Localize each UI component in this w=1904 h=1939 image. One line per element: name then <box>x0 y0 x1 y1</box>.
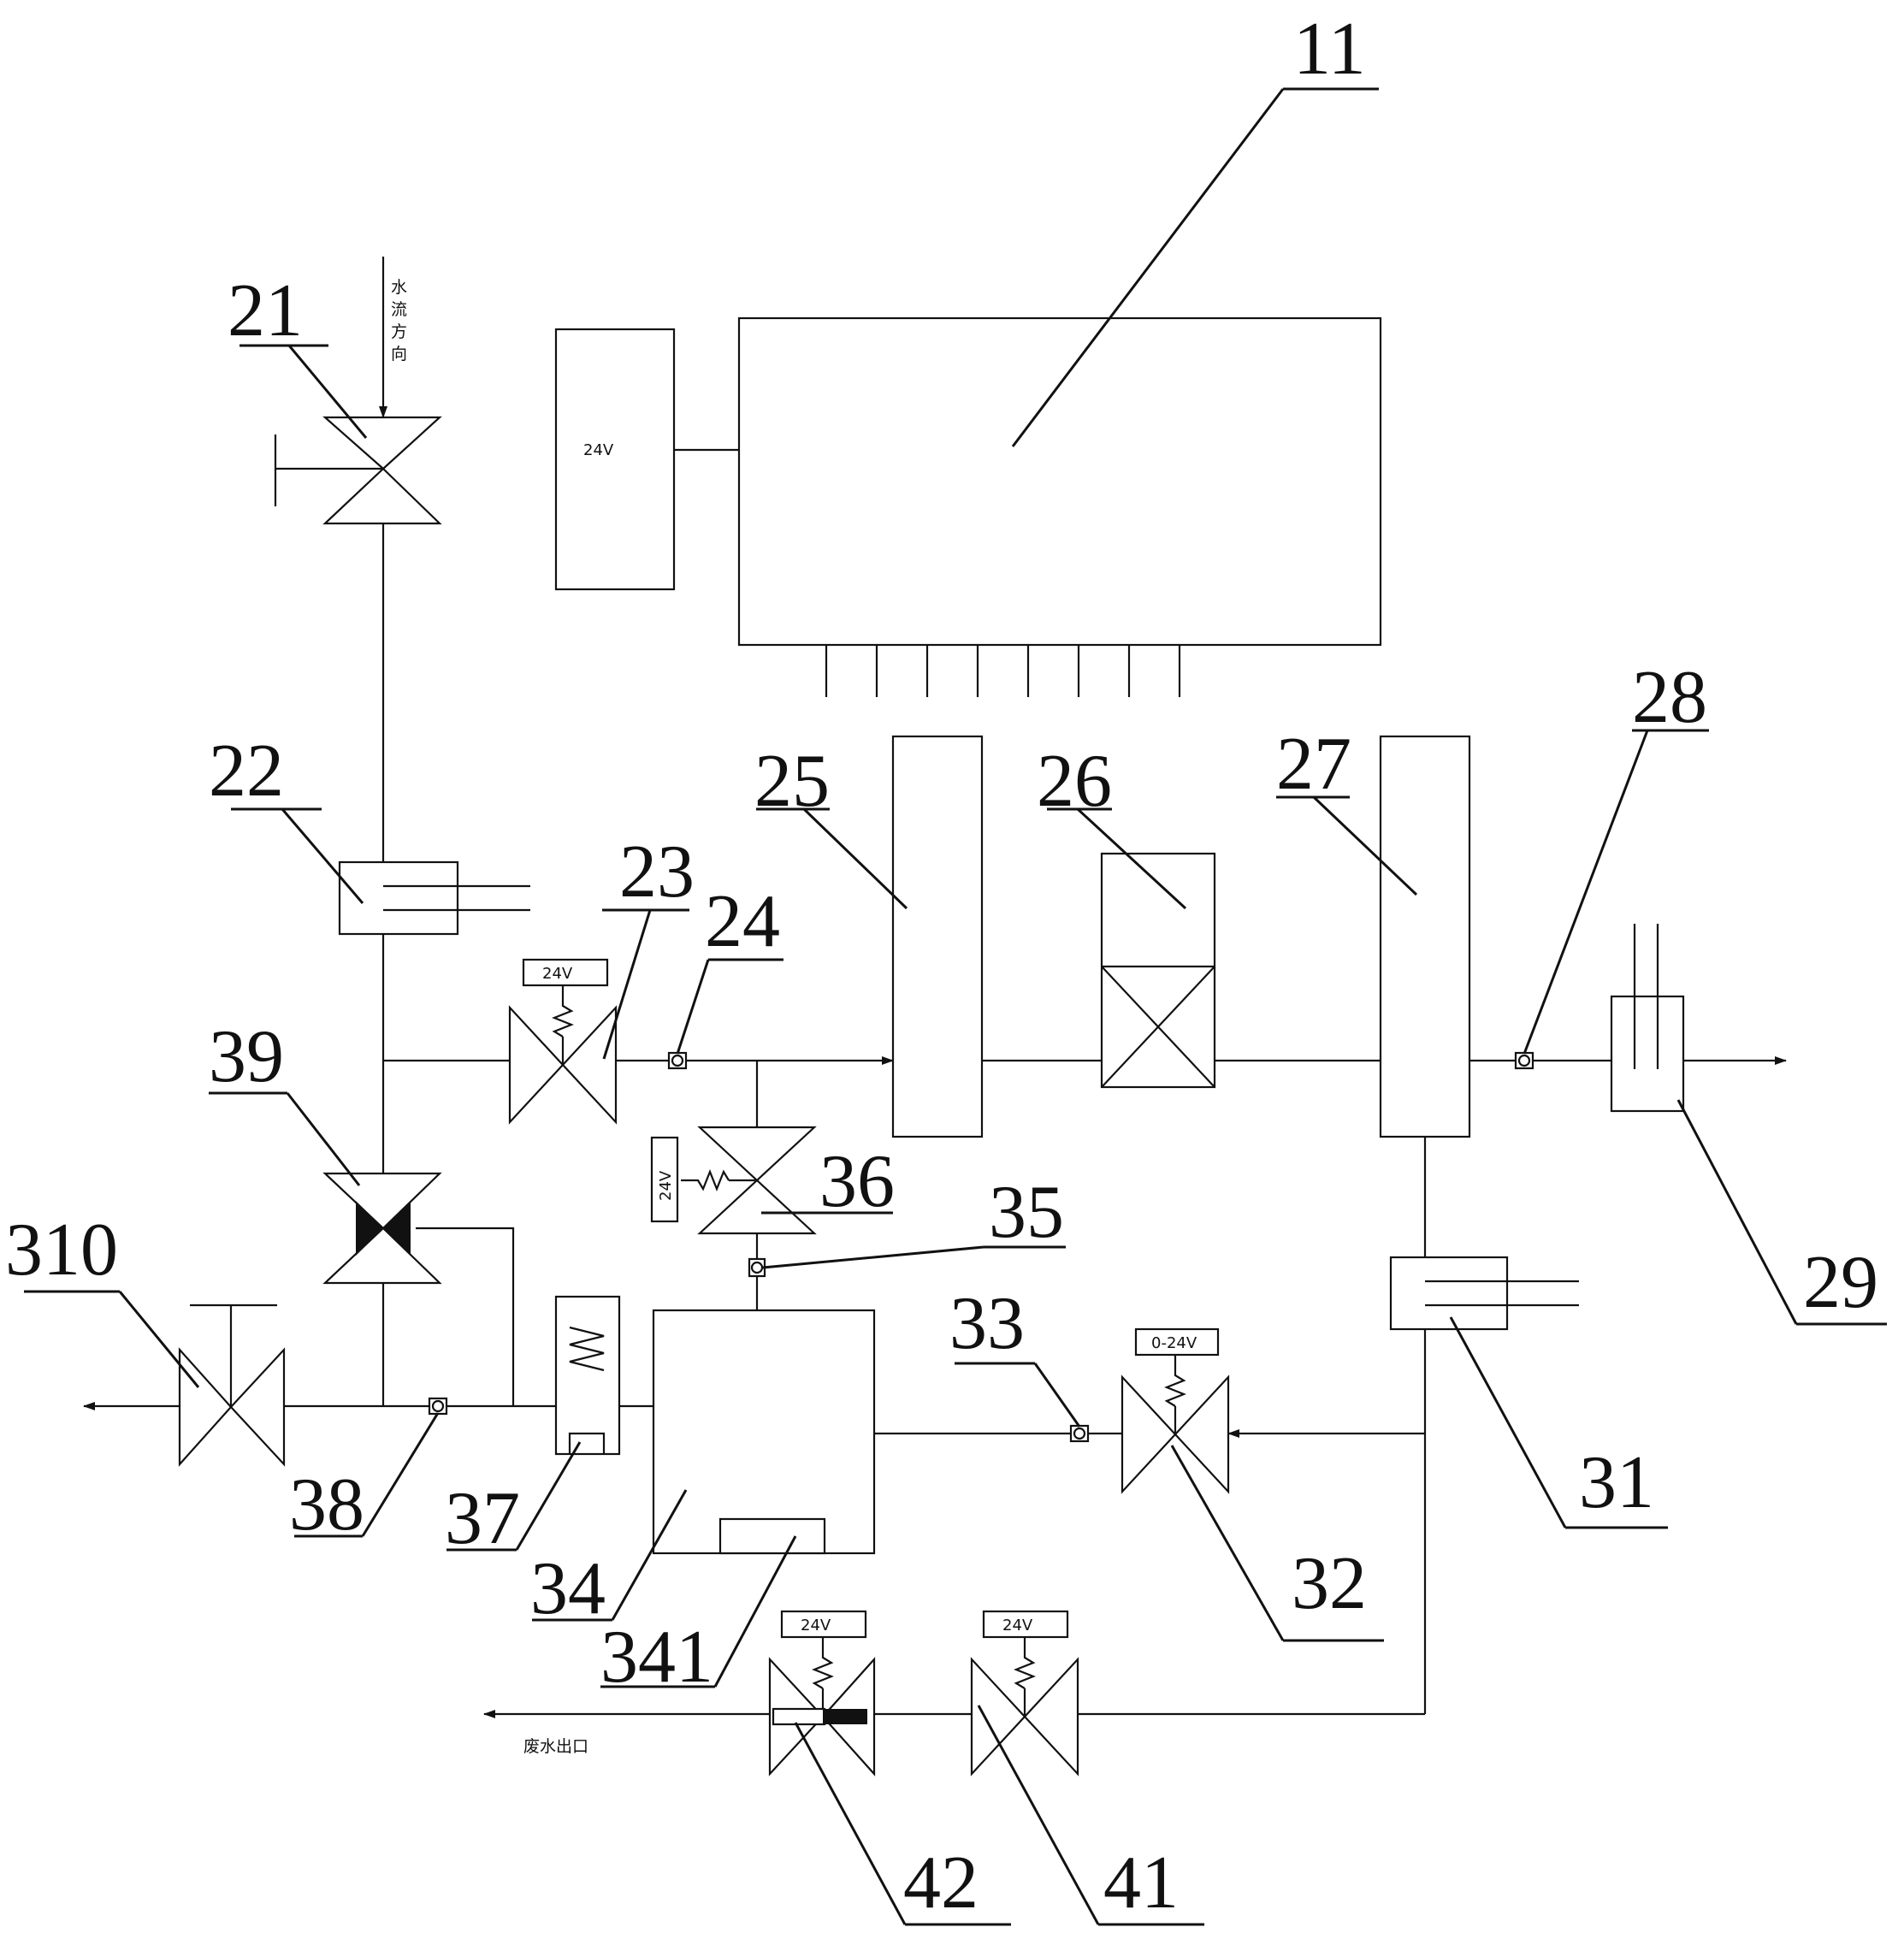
heater-341 <box>718 1517 826 1555</box>
check-valve-38 <box>428 1397 448 1416</box>
label-42: 42 <box>903 1841 979 1924</box>
check-valve-35 <box>748 1257 766 1278</box>
svg-text:0-24V: 0-24V <box>1151 1334 1197 1352</box>
proportional-valve-32: 0-24V <box>1121 1327 1230 1494</box>
svg-text:24V: 24V <box>542 965 573 983</box>
callouts: 11 21 22 23 24 25 26 27 28 29 31 32 <box>5 8 1887 1926</box>
label-32: 32 <box>1292 1542 1367 1625</box>
label-29: 29 <box>1803 1241 1878 1324</box>
label-27: 27 <box>1276 723 1351 806</box>
label-36: 36 <box>819 1140 895 1223</box>
label-34: 34 <box>530 1547 606 1630</box>
controller-box <box>737 316 1382 647</box>
pump-37 <box>554 1295 621 1456</box>
label-31: 31 <box>1579 1441 1654 1524</box>
flow-sensor-22 <box>338 860 530 936</box>
label-39: 39 <box>209 1015 284 1098</box>
label-310: 310 <box>5 1209 118 1292</box>
filter-unit-25 <box>891 735 984 1138</box>
label-11: 11 <box>1293 8 1366 91</box>
svg-text:流: 流 <box>391 300 407 319</box>
flow-sensor-31 <box>1389 1256 1579 1331</box>
solenoid-valve-23: 24V <box>508 958 618 1125</box>
waste-outlet-label: 废水出口 <box>523 1737 588 1756</box>
label-341: 341 <box>600 1616 713 1699</box>
label-28: 28 <box>1632 656 1707 739</box>
label-37: 37 <box>445 1477 520 1560</box>
label-21: 21 <box>228 269 303 352</box>
svg-text:24V: 24V <box>657 1170 675 1201</box>
label-41: 41 <box>1103 1841 1179 1924</box>
controller-terminals <box>825 645 1181 697</box>
check-valve-24 <box>667 1051 688 1070</box>
check-valve-28 <box>1514 1051 1534 1070</box>
tank-34 <box>652 1309 876 1555</box>
solenoid-valve-41: 24V <box>970 1610 1079 1776</box>
label-22: 22 <box>209 730 284 813</box>
solenoid-valve-42: 24V <box>768 1610 876 1776</box>
membrane-unit-27 <box>1379 735 1471 1138</box>
label-33: 33 <box>949 1282 1025 1365</box>
check-valve-33 <box>1069 1424 1090 1443</box>
manual-valve-21 <box>274 416 442 525</box>
svg-text:24V: 24V <box>1002 1617 1033 1635</box>
three-way-valve-39 <box>322 1172 442 1285</box>
flow-direction-label: 水 <box>391 278 407 297</box>
label-23: 23 <box>619 831 695 913</box>
label-38: 38 <box>289 1463 364 1546</box>
label-35: 35 <box>989 1171 1064 1254</box>
svg-text:24V: 24V <box>801 1617 831 1635</box>
label-24: 24 <box>705 880 780 963</box>
filter-unit-26 <box>1100 852 1216 1089</box>
power-supply-box <box>554 328 676 591</box>
solenoid-valve-36: 24V <box>650 1126 817 1235</box>
outlet-sensor-29 <box>1610 924 1685 1113</box>
svg-text:向: 向 <box>391 345 407 364</box>
power-supply-label: 24V <box>583 441 614 459</box>
svg-text:方: 方 <box>391 322 407 341</box>
